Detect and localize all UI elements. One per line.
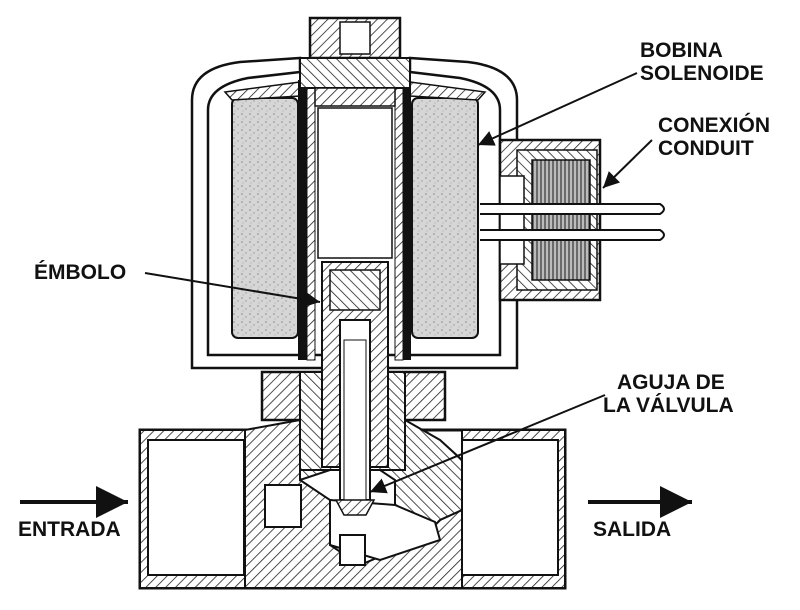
label-aguja-2: LA VÁLVULA [603,394,734,417]
label-salida: SALIDA [593,518,672,541]
plunger [321,261,389,516]
label-conexion-2: CONDUIT [658,137,754,160]
coil-housing [190,56,519,370]
label-embolo: ÉMBOLO [34,261,127,284]
conexion-leader [602,139,653,189]
label-conexion-1: CONEXIÓN [658,114,771,137]
label-bobina-2: SOLENOIDE [640,62,764,85]
top-nut [299,16,411,259]
label-aguja-1: AGUJA DE [617,371,725,394]
label-bobina-1: BOBINA [640,39,723,62]
aguja-leader [369,394,606,494]
conduit-connector [480,138,665,302]
bobina-leader [477,72,638,146]
label-entrada: ENTRADA [18,518,121,541]
embolo-leader [144,272,321,308]
